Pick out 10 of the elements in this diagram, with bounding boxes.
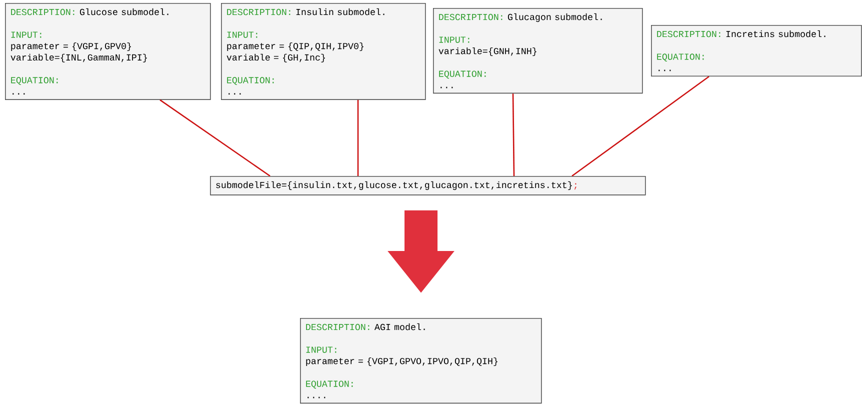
connector-line <box>160 99 270 177</box>
code-box: DESCRIPTION: Insulin submodel. INPUT: parameter = {QIP,QIH,IPV0} variable = {GH,Inc} EQUATION: ... <box>221 3 426 100</box>
code-box: DESCRIPTION: Incretins submodel. EQUATION: ... <box>651 25 862 77</box>
connector-line <box>512 94 515 176</box>
connector-line <box>572 76 710 177</box>
code-box: DESCRIPTION: Glucagon submodel. INPUT: variable={GNH,INH} EQUATION: ... <box>433 8 643 94</box>
connector-line <box>357 100 359 176</box>
code-box: submodelFile={insulin.txt,glucose.txt,glucagon.txt,incretins.txt} ; <box>210 176 646 196</box>
code-box: DESCRIPTION: AGI model. INPUT: parameter = {VGPI,GPVO,IPVO,QIP,QIH} EQUATION: .... <box>300 318 542 404</box>
code-box: DESCRIPTION: Glucose submodel. INPUT: parameter = {VGPI,GPV0} variable={INL,GammaN,IPI} EQUATION: ... <box>5 3 211 100</box>
